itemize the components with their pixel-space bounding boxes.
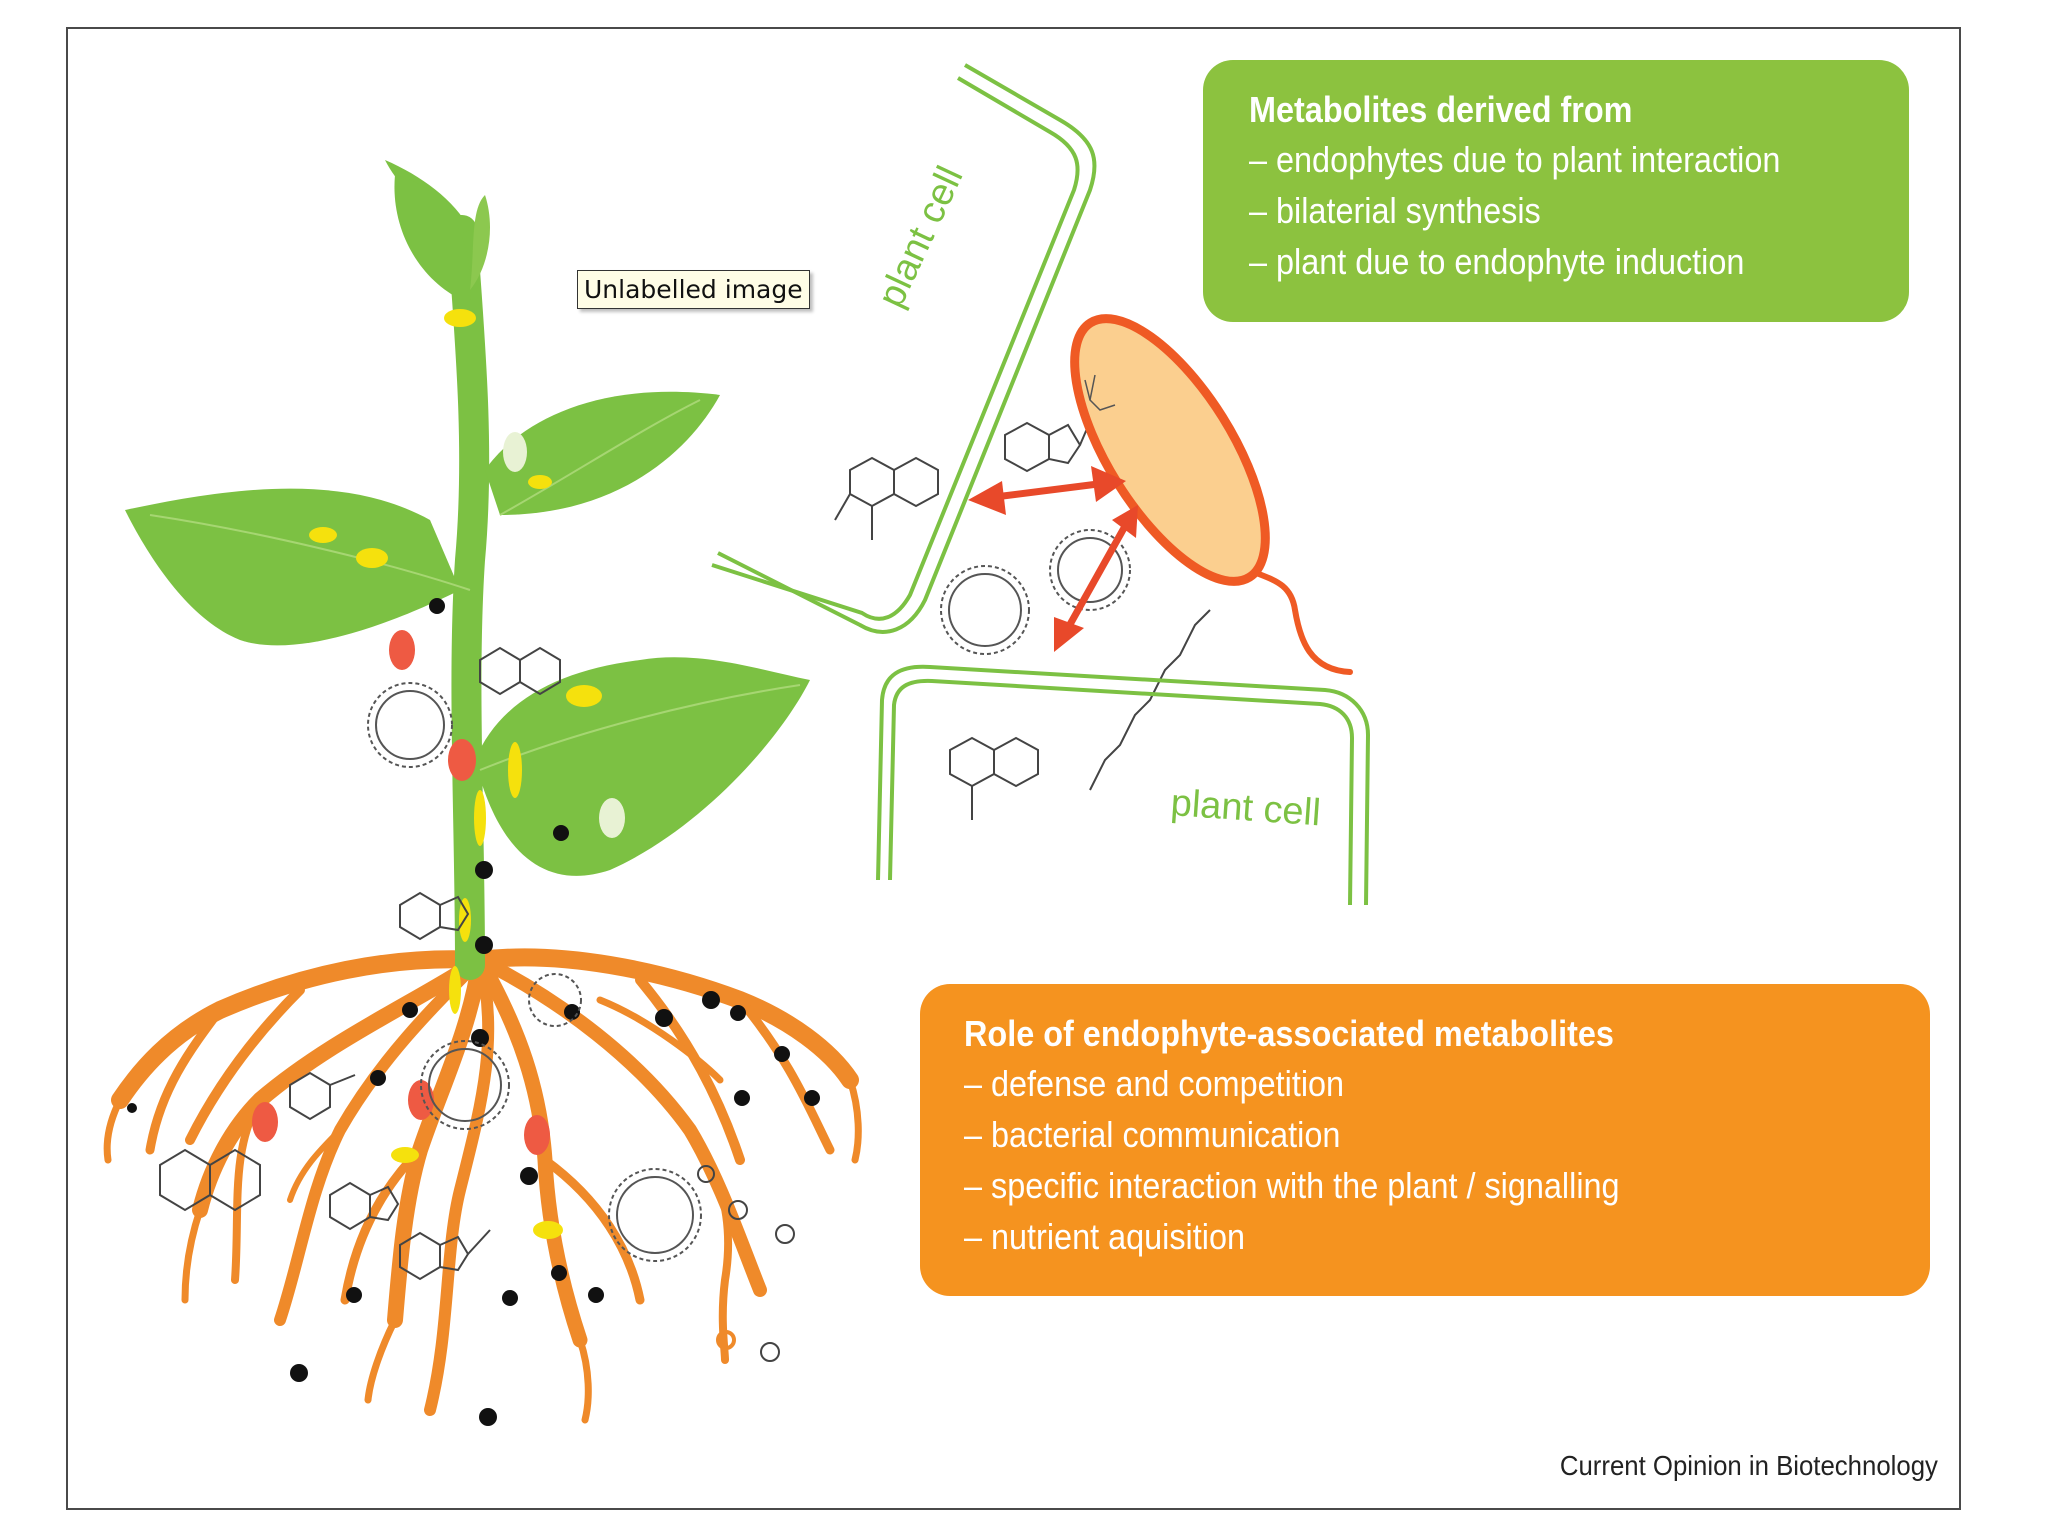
- siderophore-rings: [367, 529, 1131, 1262]
- siderophore-ring-1: [367, 682, 453, 768]
- siderophore-ring-3: [608, 1168, 702, 1262]
- polyketide-chain: [1089, 609, 1211, 791]
- role-of-metabolites-title: Role of endophyte-associated metabolites: [964, 1013, 1614, 1054]
- siderophore-ring-2: [420, 1040, 510, 1130]
- molecule-structures: [159, 409, 1211, 1281]
- molecule-structure-7: [329, 1181, 400, 1231]
- role-of-metabolites-item: – nutrient aquisition: [964, 1216, 1245, 1257]
- top-leaf: [394, 175, 471, 300]
- metabolites-derived-item: – bilaterial synthesis: [1249, 190, 1541, 231]
- metabolites-derived-item: – endophytes due to plant interaction: [1249, 139, 1781, 180]
- role-of-metabolites-item: – specific interaction with the plant / …: [964, 1165, 1620, 1206]
- source-credit: Current Opinion in Biotechnology: [1559, 1450, 1938, 1481]
- siderophore-ring-4: [940, 565, 1030, 655]
- molecule-structure-5: [289, 1071, 356, 1121]
- root-system: [103, 948, 862, 1424]
- top-leaf-right: [470, 195, 490, 290]
- role-of-metabolites-item: – bacterial communication: [964, 1114, 1341, 1155]
- plant-cell-top: [711, 63, 1097, 634]
- left-leaf: [125, 488, 460, 646]
- metabolites-derived-title: Metabolites derived from: [1249, 89, 1633, 130]
- molecule-structure-6: [159, 1148, 261, 1212]
- metabolites-derived-box: Metabolites derived from – endophytes du…: [1203, 60, 1909, 322]
- plant-cell-top-label: plant cell: [870, 160, 971, 314]
- plant-cell-bottom: [876, 664, 1371, 906]
- metabolites-derived-item: – plant due to endophyte induction: [1249, 241, 1745, 282]
- plant-cell-bottom-label: plant cell: [1169, 782, 1322, 834]
- molecule-structure-8: [399, 1229, 491, 1281]
- role-of-metabolites-item: – defense and competition: [964, 1063, 1345, 1104]
- lower-right-leaf: [475, 657, 810, 876]
- molecule-structure-1: [834, 456, 939, 540]
- role-of-metabolites-box: Role of endophyte-associated metabolites…: [920, 984, 1930, 1296]
- molecule-structure-3: [479, 646, 561, 696]
- molecule-structure-9: [949, 736, 1039, 820]
- bacterium-icon: [1070, 314, 1353, 675]
- siderophore-ring-6: [528, 973, 582, 1027]
- metabolite-dots: [127, 309, 820, 1426]
- molecule-structure-4: [399, 891, 470, 941]
- image-tooltip: Unlabelled image: [577, 270, 810, 309]
- double-arrow-icons: [968, 466, 1138, 652]
- siderophore-ring-5: [1049, 529, 1131, 611]
